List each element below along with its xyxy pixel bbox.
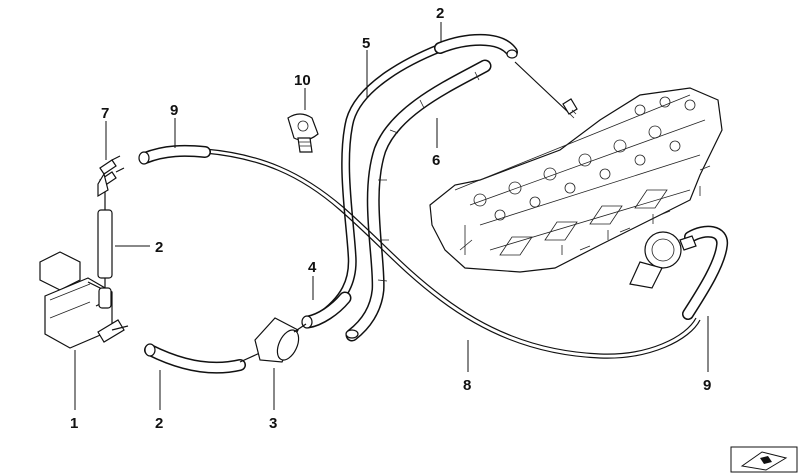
temperature-sensor (514, 61, 578, 119)
callout-9-top: 9 (170, 102, 178, 119)
cylinder-head (429, 87, 723, 273)
callout-9-right: 9 (703, 377, 711, 394)
callout-1: 1 (70, 415, 78, 432)
callout-6: 6 (432, 152, 440, 169)
callout-2-bottom: 2 (155, 415, 163, 432)
callouts: 1 2 2 2 3 4 5 6 7 8 9 9 10 (70, 5, 711, 432)
hose-6 (345, 59, 492, 342)
page-corner-icon[interactable] (730, 446, 798, 473)
solenoid-valve (39, 251, 129, 349)
hose-9-top (138, 144, 211, 165)
callout-2-top: 2 (436, 5, 444, 22)
sensor-10 (287, 113, 319, 153)
callout-3: 3 (269, 415, 277, 432)
filter (239, 317, 307, 363)
hose-9-right (682, 225, 729, 320)
callout-8: 8 (463, 377, 471, 394)
hose-2-top (434, 33, 518, 59)
hose-2-bottom (144, 343, 246, 374)
callout-4: 4 (308, 259, 317, 276)
callout-5: 5 (362, 35, 370, 52)
connector-7 (97, 155, 125, 198)
hose-4 (301, 291, 352, 329)
callout-7: 7 (101, 105, 109, 122)
leader-lines (74, 22, 709, 410)
tube-2-vertical (97, 178, 113, 300)
callout-2-middle: 2 (155, 239, 163, 256)
hose-8 (204, 152, 701, 359)
egr-valve (629, 231, 697, 289)
callout-10: 10 (294, 72, 311, 89)
hose-5 (313, 43, 445, 323)
